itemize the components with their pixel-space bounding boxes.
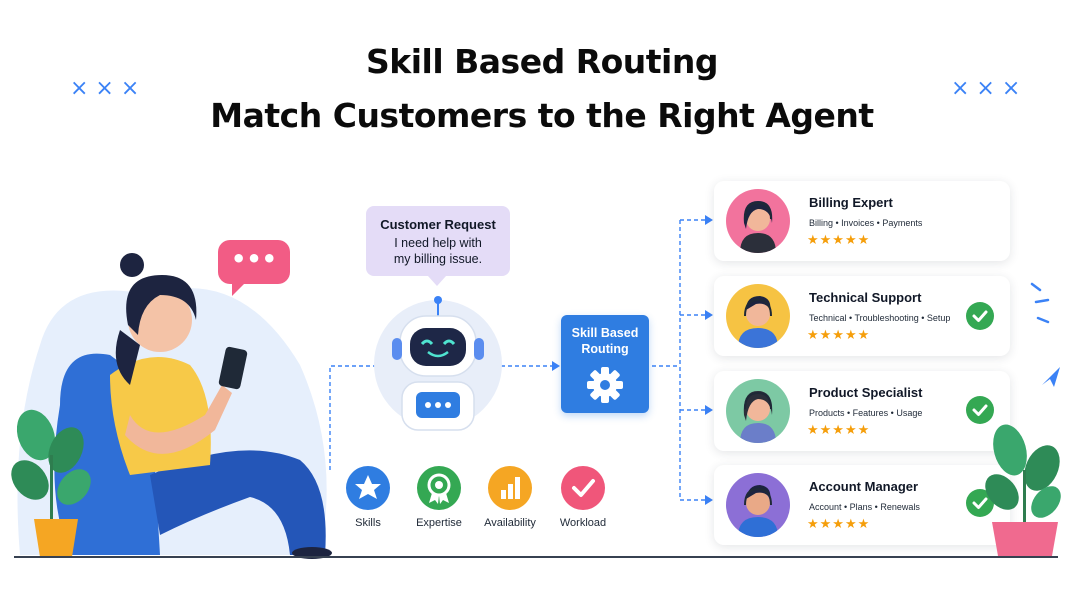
- plant-left-icon: [11, 409, 91, 557]
- workload-factor-label: Workload: [559, 517, 607, 529]
- bar-chart-icon: [501, 477, 520, 499]
- page-title: Skill Based Routing: [366, 42, 718, 81]
- agent-rating-stars: ★★★★★: [807, 233, 871, 248]
- chat-bubble-icon: [218, 240, 290, 296]
- plant-right-icon: [985, 424, 1061, 556]
- agent-avatar-icon: [738, 296, 778, 348]
- router-title-line-1: Skill Based: [571, 326, 639, 340]
- customer-request-title: Customer Request: [380, 217, 496, 232]
- agent-name: Product Specialist: [809, 385, 923, 400]
- agent-card-billing-expert: Billing Expert Billing • Invoices • Paym…: [714, 181, 1010, 261]
- skill-based-routing-box: Skill Based Routing: [561, 315, 649, 413]
- arrow-head: [552, 361, 560, 371]
- award-icon: [427, 473, 451, 504]
- agent-card-account-manager: Account Manager Account • Plans • Renewa…: [714, 465, 1010, 545]
- agent-name: Billing Expert: [809, 195, 893, 210]
- availability-factor-label: Availability: [484, 517, 536, 529]
- robot-assistant-icon: [374, 296, 502, 431]
- agent-avatar: [726, 473, 790, 537]
- decor-x-marks-right: ×××: [951, 76, 1028, 101]
- workload-factor: [561, 466, 605, 510]
- customer-request-line-2: my billing issue.: [393, 252, 483, 266]
- agent-card-technical-support: Technical Support Technical • Troublesho…: [714, 276, 1010, 356]
- agent-skills: Products • Features • Usage: [809, 408, 923, 418]
- agent-rating-stars: ★★★★★: [807, 328, 871, 343]
- decor-x-marks-left: ×××: [70, 76, 147, 101]
- paper-plane-icon: [1042, 367, 1060, 387]
- agent-rating-stars: ★★★★★: [807, 517, 871, 532]
- floor-line: [14, 556, 1058, 558]
- match-check-icon: [966, 396, 994, 424]
- arrow-head: [705, 215, 713, 225]
- agent-avatar: [726, 379, 790, 443]
- agent-avatar-icon: [738, 485, 778, 537]
- expertise-factor: [417, 466, 461, 510]
- skills-factor-label: Skills: [355, 517, 381, 529]
- match-check-icon: [966, 302, 994, 330]
- customer-request-bubble: Customer Request I need help with my bil…: [366, 206, 510, 286]
- agent-avatar-icon: [740, 201, 776, 253]
- agent-name: Technical Support: [809, 290, 922, 305]
- sparkle-lines-icon: [1030, 282, 1050, 324]
- skills-factor: [346, 466, 390, 510]
- arrow-head: [705, 310, 713, 320]
- checkmark-icon: [572, 479, 595, 497]
- availability-factor: [488, 466, 532, 510]
- agent-card-product-specialist: Product Specialist Products • Features •…: [714, 371, 1010, 451]
- page-subtitle: Match Customers to the Right Agent: [210, 96, 874, 135]
- chat-bubble-dots: •••: [230, 245, 278, 273]
- match-check-icon: [966, 489, 994, 517]
- agent-skills: Account • Plans • Renewals: [809, 502, 920, 512]
- agent-avatar: [726, 189, 790, 253]
- expertise-factor-label: Expertise: [416, 517, 462, 529]
- gear-icon: [587, 367, 623, 403]
- arrow-head: [705, 495, 713, 505]
- agent-skills: Technical • Troubleshooting • Setup: [809, 313, 951, 323]
- agent-avatar-icon: [740, 391, 776, 443]
- star-icon: [355, 475, 381, 499]
- agent-name: Account Manager: [809, 479, 919, 494]
- router-title-line-2: Routing: [581, 342, 629, 356]
- customer-request-line-1: I need help with: [394, 236, 482, 250]
- agent-rating-stars: ★★★★★: [807, 423, 871, 438]
- agent-skills: Billing • Invoices • Payments: [809, 218, 923, 228]
- arrow-head: [705, 405, 713, 415]
- customer-illustration: [17, 253, 332, 559]
- agent-avatar: [726, 284, 790, 348]
